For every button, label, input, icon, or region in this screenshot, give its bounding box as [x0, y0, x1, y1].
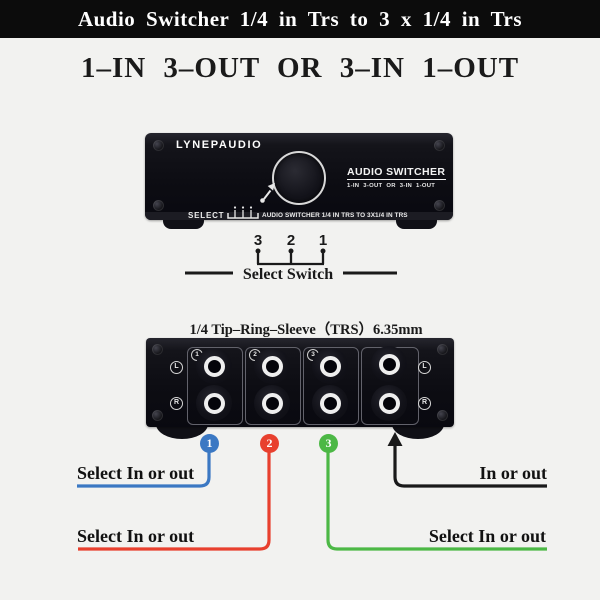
- jack-ring: [378, 353, 400, 375]
- callout-label-2: Select In or out: [77, 526, 195, 546]
- trs-jack: [371, 346, 407, 382]
- jack-ring: [378, 392, 400, 414]
- screw-icon: [434, 140, 445, 151]
- trs-jack: [196, 385, 232, 421]
- front-panel-caption: AUDIO SWITCHER 1/4 IN TRS TO 3X1/4 IN TR…: [262, 212, 408, 219]
- device-foot: [156, 424, 208, 439]
- device-foot: [163, 220, 204, 229]
- marker-1-number: 1: [206, 436, 213, 450]
- right-channel-l-badge: L: [418, 361, 431, 374]
- marker-3-number: 3: [325, 436, 332, 450]
- screw-icon: [152, 344, 163, 355]
- screw-icon: [437, 344, 448, 355]
- trs-jack: [371, 385, 407, 421]
- jack-ring: [319, 392, 341, 414]
- header-title: Audio Switcher 1/4 in Trs to 3 x 1/4 in …: [77, 7, 523, 31]
- screw-icon: [434, 200, 445, 211]
- callout-label-common: In or out: [479, 463, 547, 483]
- device-foot: [392, 424, 444, 439]
- trs-jack: [312, 385, 348, 421]
- screw-icon: [437, 410, 448, 421]
- selector-knob: [272, 151, 326, 205]
- screw-icon: [153, 200, 164, 211]
- device-foot: [396, 220, 437, 229]
- front-panel-subtitle: 1-IN 3-OUT OR 3-IN 1-OUT: [347, 183, 436, 189]
- trs-jack: [254, 385, 290, 421]
- trs-jack: [196, 348, 232, 384]
- marker-1: 1: [200, 434, 219, 453]
- screw-icon: [152, 410, 163, 421]
- front-panel-title: AUDIO SWITCHER: [347, 166, 447, 180]
- trs-spec-note: 1/4 Tip–Ring–Sleeve（TRS）6.35mm: [189, 322, 423, 338]
- right-channel-r-badge: R: [418, 397, 431, 410]
- screw-icon: [153, 140, 164, 151]
- switch-position-2: 2: [287, 232, 295, 249]
- select-switch-label: Select Switch: [243, 266, 333, 283]
- marker-3: 3: [319, 434, 338, 453]
- callout-label-1: Select In or out: [77, 463, 195, 483]
- bracket-line: [256, 252, 325, 266]
- left-channel-l-badge: L: [170, 361, 183, 374]
- switch-position-1: 1: [319, 232, 327, 249]
- marker-2-number: 2: [266, 436, 273, 450]
- left-channel-r-badge: R: [170, 397, 183, 410]
- header-bar: Audio Switcher 1/4 in Trs to 3 x 1/4 in …: [0, 0, 600, 38]
- jack-ring: [261, 355, 283, 377]
- jack-ring: [261, 392, 283, 414]
- callout-label-3: Select In or out: [428, 526, 546, 546]
- trs-jack: [254, 348, 290, 384]
- jack-group-2: [245, 347, 301, 425]
- jack-ring: [203, 392, 225, 414]
- brand-logo: LYNEPAUDIO: [176, 139, 263, 151]
- select-label: SELECT: [188, 211, 225, 220]
- headline: 1–IN 3–OUT OR 3–IN 1–OUT: [80, 52, 520, 84]
- jack-ring: [203, 355, 225, 377]
- switch-position-3: 3: [254, 232, 262, 249]
- select-switch-annotation: 3 2 1 Select Switch: [185, 232, 397, 283]
- jack-group-1: [187, 347, 243, 425]
- trs-jack: [312, 348, 348, 384]
- marker-2: 2: [260, 434, 279, 453]
- jack-group-3: [303, 347, 359, 425]
- jack-ring: [319, 355, 341, 377]
